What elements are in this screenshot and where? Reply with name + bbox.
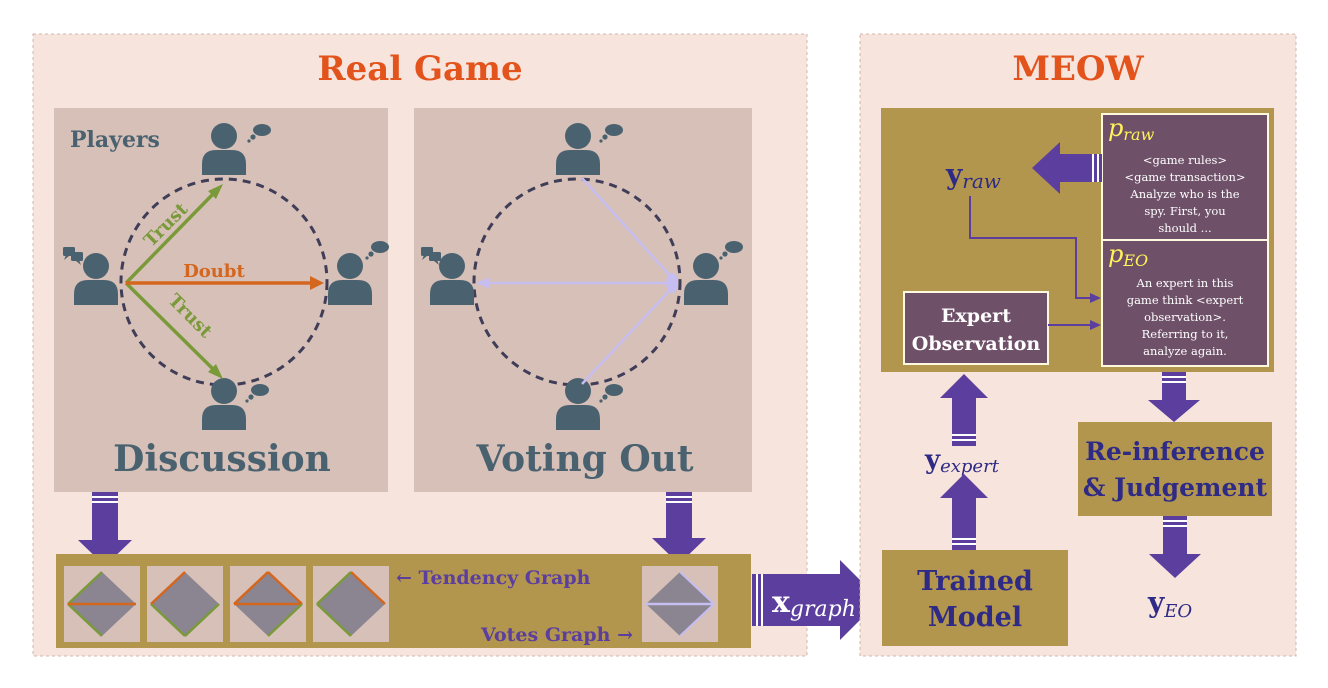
expert-to-observation-arrow xyxy=(940,374,988,446)
p-raw-box xyxy=(1101,113,1269,241)
votes-graph-label: Votes Graph → xyxy=(480,624,633,646)
vote-target-marker xyxy=(666,273,678,293)
p-raw-to-y-raw-arrow xyxy=(1032,142,1102,194)
p-eo-box xyxy=(1101,239,1269,367)
tendency-graph-label: ← Tendency Graph xyxy=(396,567,591,589)
p-eo-text: An expert in this game think <expert obs… xyxy=(1127,276,1244,358)
trust-arrow-bottom xyxy=(124,281,216,372)
y-raw-connector xyxy=(969,196,1092,299)
voting-down-arrow xyxy=(652,492,706,564)
y-eo-label: yEO xyxy=(1147,586,1192,622)
svg-text:should ...: should ... xyxy=(1158,221,1211,235)
players-label: Players xyxy=(70,127,160,153)
discussion-title: Discussion xyxy=(113,438,331,480)
reinference-to-yeo-arrow xyxy=(1149,516,1201,578)
y-expert-label: yexpert xyxy=(924,445,1000,477)
votes-graph xyxy=(642,566,718,642)
vote-arrowhead-icon xyxy=(476,277,490,289)
connector-arrowhead-icon xyxy=(1090,293,1101,303)
svg-text:game think <expert: game think <expert xyxy=(1127,293,1244,307)
y-raw-label: yraw xyxy=(945,158,1001,193)
doubt-arrowhead-icon xyxy=(310,276,324,290)
reinference-line2: & Judgement xyxy=(1083,473,1268,502)
reinference-box xyxy=(1078,422,1272,516)
p-raw-label: praw xyxy=(1108,114,1155,144)
model-to-expert-arrow xyxy=(940,474,988,550)
discussion-arrows xyxy=(124,184,324,379)
trust-arrowhead-icon xyxy=(208,184,223,199)
prompt-to-reinference-arrow xyxy=(1148,372,1200,422)
real-game-title: Real Game xyxy=(317,49,522,89)
svg-text:analyze again.: analyze again. xyxy=(1143,344,1227,358)
trained-model-line1: Trained xyxy=(917,566,1033,597)
tendency-graph-2 xyxy=(147,566,223,642)
svg-text:An expert in this: An expert in this xyxy=(1136,276,1234,290)
vote-arrow-top xyxy=(581,177,673,279)
svg-text:spy. First, you: spy. First, you xyxy=(1144,204,1225,218)
expert-observation-line1: Expert xyxy=(941,305,1011,327)
p-eo-label: pEO xyxy=(1108,240,1148,270)
svg-text:<game rules>: <game rules> xyxy=(1143,153,1227,167)
expert-observation-line2: Observation xyxy=(912,333,1041,355)
trained-model-box xyxy=(882,550,1068,646)
tendency-graph-1 xyxy=(64,566,140,642)
svg-text:Analyze who is the: Analyze who is the xyxy=(1129,187,1239,201)
trust-arrowhead-icon xyxy=(208,364,223,379)
x-graph-label: xgraph xyxy=(772,585,856,622)
reinference-line1: Re-inference xyxy=(1085,437,1265,466)
expert-observation-box xyxy=(903,291,1049,365)
tendency-graph-3 xyxy=(230,566,306,642)
meow-title: MEOW xyxy=(1012,49,1144,89)
trained-model-line2: Model xyxy=(928,602,1022,633)
svg-text:Referring to it,: Referring to it, xyxy=(1142,327,1229,341)
connector-arrowhead-icon xyxy=(1090,320,1101,330)
svg-text:observation>.: observation>. xyxy=(1144,310,1226,324)
p-raw-text: <game rules> <game transaction> Analyze … xyxy=(1124,153,1245,235)
vote-arrows xyxy=(476,177,678,385)
trust-arrow-top xyxy=(124,191,216,285)
vote-arrow-bottom xyxy=(581,287,673,385)
discussion-down-arrow xyxy=(78,492,132,566)
tendency-graph-4 xyxy=(313,566,389,642)
svg-text:<game transaction>: <game transaction> xyxy=(1124,170,1245,184)
doubt-label: Doubt xyxy=(183,261,245,282)
voting-out-title: Voting Out xyxy=(476,438,694,480)
